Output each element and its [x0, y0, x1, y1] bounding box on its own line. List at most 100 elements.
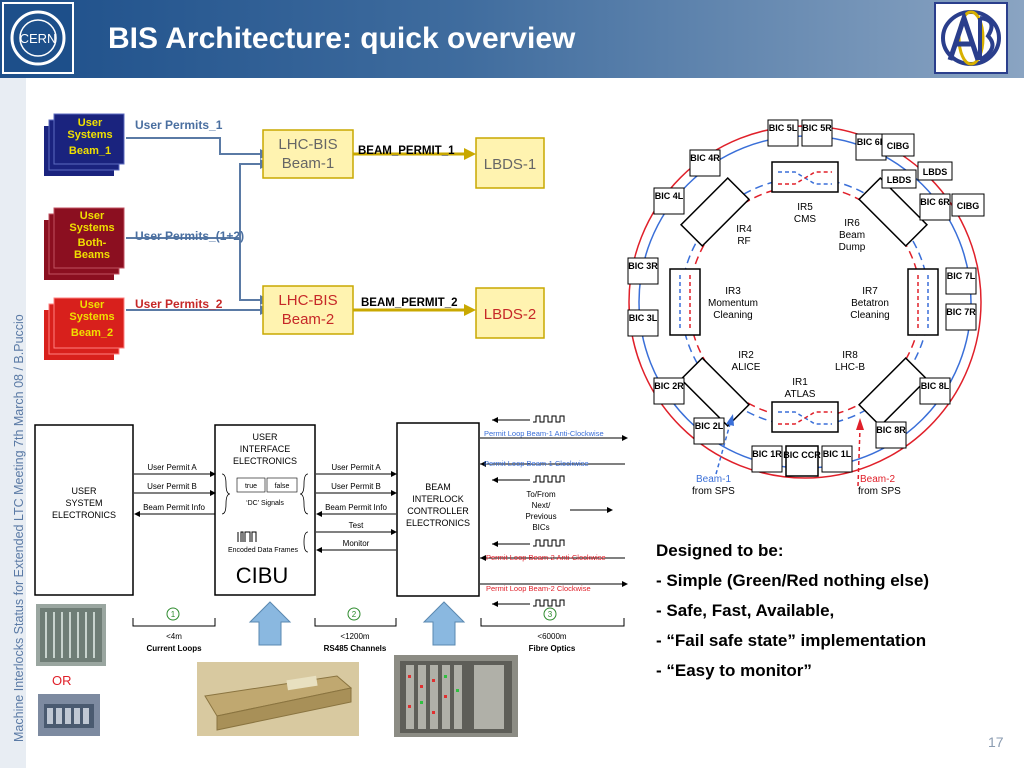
- to-from-line4: BICs: [532, 523, 549, 532]
- loop-beam1-clockwise: Permit Loop Beam-1 Clockwise: [484, 459, 589, 468]
- link2-distance: <1200m: [340, 632, 369, 641]
- ir6-line2: Beam: [839, 230, 865, 241]
- bic-5r-box: [801, 119, 833, 147]
- ir5-section: [771, 161, 839, 193]
- permit-lines: [126, 137, 260, 311]
- ir7-line2: Betatron: [851, 298, 889, 309]
- loop-beam1-anticlockwise: Permit Loop Beam-1 Anti-Clockwise: [484, 429, 604, 438]
- user-interface-unit-photo: [38, 694, 100, 736]
- ir4-function: RF: [737, 236, 750, 247]
- bic-8l-label: BIC 8L: [921, 381, 950, 391]
- left-beam-permit-info: Beam Permit Info: [143, 503, 205, 512]
- link3-marker: [543, 607, 557, 621]
- bic-5l-box: [767, 119, 799, 147]
- page-number: 17: [988, 734, 1004, 750]
- bic-3l-box: [627, 309, 659, 337]
- lbds1-box: [475, 137, 545, 189]
- link1-name: Current Loops: [146, 644, 202, 653]
- bic-6r-box: [919, 193, 951, 221]
- cibg-top-box: [881, 133, 915, 157]
- ir6-name: IR6: [844, 218, 860, 229]
- ir5-name: IR5: [797, 202, 813, 213]
- user-systems-both-line4: Beams: [74, 249, 110, 261]
- ir2-name: IR2: [738, 350, 754, 361]
- ir1-section: [771, 401, 839, 433]
- bic-6r-label: BIC 6R: [920, 197, 950, 207]
- cern-logo: CERN: [2, 2, 74, 74]
- ir2-experiment: ALICE: [732, 362, 761, 373]
- lhc-bis-beam2-line2: Beam-2: [282, 311, 335, 328]
- lhc-bis-beam2-line1: LHC-BIS: [278, 292, 337, 309]
- design-goal-simple: - Simple (Green/Red nothing else): [656, 571, 929, 590]
- ir8-experiment: LHC-B: [835, 362, 865, 373]
- link2-number: 2: [352, 610, 357, 619]
- page-title: BIS Architecture: quick overview: [108, 22, 576, 55]
- user-systems-beam2: User Systems Beam_2: [44, 297, 125, 360]
- left-user-permit-b: User Permit B: [147, 482, 197, 491]
- ir3-line2: Momentum: [708, 298, 758, 309]
- cibu-module-photo: [197, 662, 359, 736]
- sidebar-caption: Machine Interlocks Status for Extended L…: [12, 314, 26, 742]
- link3-distance: <6000m: [537, 632, 566, 641]
- cibg-right-label: CIBG: [957, 201, 980, 211]
- beam2-sps-label: Beam-2: [860, 474, 895, 485]
- user-systems-both-line2: Systems: [69, 222, 114, 234]
- link2-name: RS485 Channels: [324, 644, 387, 653]
- ir5-experiment: CMS: [794, 214, 817, 225]
- false-label: false: [275, 483, 290, 490]
- lhc-ring-diagram: BIC 5L BIC 5R BIC 4R BIC 6L BIC 4L BIC 6…: [627, 119, 985, 497]
- design-goal-monitor: - “Easy to monitor”: [656, 661, 812, 680]
- bic-4r-label: BIC 4R: [690, 153, 720, 163]
- bic-7l-label: BIC 7L: [947, 271, 976, 281]
- cibu-box: [214, 424, 316, 596]
- ir7-line3: Cleaning: [850, 310, 889, 321]
- left-user-permit-a: User Permit A: [147, 463, 197, 472]
- ab-department-logo: [934, 2, 1008, 74]
- right-monitor: Monitor: [343, 539, 370, 548]
- cibg-right-box: [951, 193, 985, 217]
- lbds1-label: LBDS-1: [484, 156, 537, 173]
- beam2-sps-source: from SPS: [858, 486, 901, 497]
- bic-2r-label: BIC 2R: [654, 381, 684, 391]
- ir7-section: [907, 268, 939, 336]
- user-systems-both-line1: User: [80, 210, 105, 222]
- user-systems-beam1: User Systems Beam_1: [44, 113, 125, 176]
- link1-number: 1: [171, 610, 176, 619]
- ir3-name: IR3: [725, 286, 741, 297]
- right-test: Test: [349, 521, 364, 530]
- bic-3r-label: BIC 3R: [628, 261, 658, 271]
- bic-8r-label: BIC 8R: [876, 425, 906, 435]
- to-from-line1: To/From: [526, 490, 556, 499]
- design-goals-heading: Designed to be:: [656, 541, 784, 560]
- user-systems-beam1-line3: Beam_1: [69, 145, 111, 157]
- user-interface-card-photo: [36, 604, 106, 666]
- loop-beam2-anticlockwise: Permit Loop Beam-2 Anti-Clockwise: [486, 553, 606, 562]
- user-system-line1: USER: [71, 486, 97, 496]
- ir4-name: IR4: [736, 224, 752, 235]
- ir7-name: IR7: [862, 286, 878, 297]
- bic-ccr-box: [785, 445, 819, 477]
- design-goal-safe: - Safe, Fast, Available,: [656, 601, 835, 620]
- bic-7l-box: [945, 267, 977, 295]
- bic-8r-box: [875, 421, 907, 449]
- ir8-section: [857, 356, 929, 428]
- lhc-bis-beam1-box: [262, 129, 354, 179]
- dc-signals-label: ‘DC’ Signals: [246, 500, 284, 507]
- user-systems-beam1-line2: Systems: [67, 129, 112, 141]
- lbds2-box: [475, 287, 545, 339]
- ir1-experiment: ATLAS: [785, 389, 816, 400]
- encoded-frames-label: Encoded Data Frames: [228, 547, 299, 554]
- ir1-name: IR1: [792, 377, 808, 388]
- user-permits-1-label: User Permits_1: [135, 118, 223, 132]
- cibu-line1: USER: [252, 432, 278, 442]
- right-user-permit-a: User Permit A: [331, 463, 381, 472]
- bic-6l-label: BIC 6L: [857, 137, 886, 147]
- lhc-bis-beam1-line1: LHC-BIS: [278, 136, 337, 153]
- bic-4r-box: [689, 149, 721, 177]
- beam-permit-1-label: BEAM_PERMIT_1: [358, 145, 455, 157]
- bis-overview-diagram: User Systems Beam_1 User Systems Both- B…: [44, 113, 545, 360]
- bic-5r-label: BIC 5R: [802, 123, 832, 133]
- bic-3r-box: [627, 257, 659, 285]
- loop-beam2-clockwise: Permit Loop Beam-2 Clockwise: [486, 584, 591, 593]
- link1-distance: <4m: [166, 632, 182, 641]
